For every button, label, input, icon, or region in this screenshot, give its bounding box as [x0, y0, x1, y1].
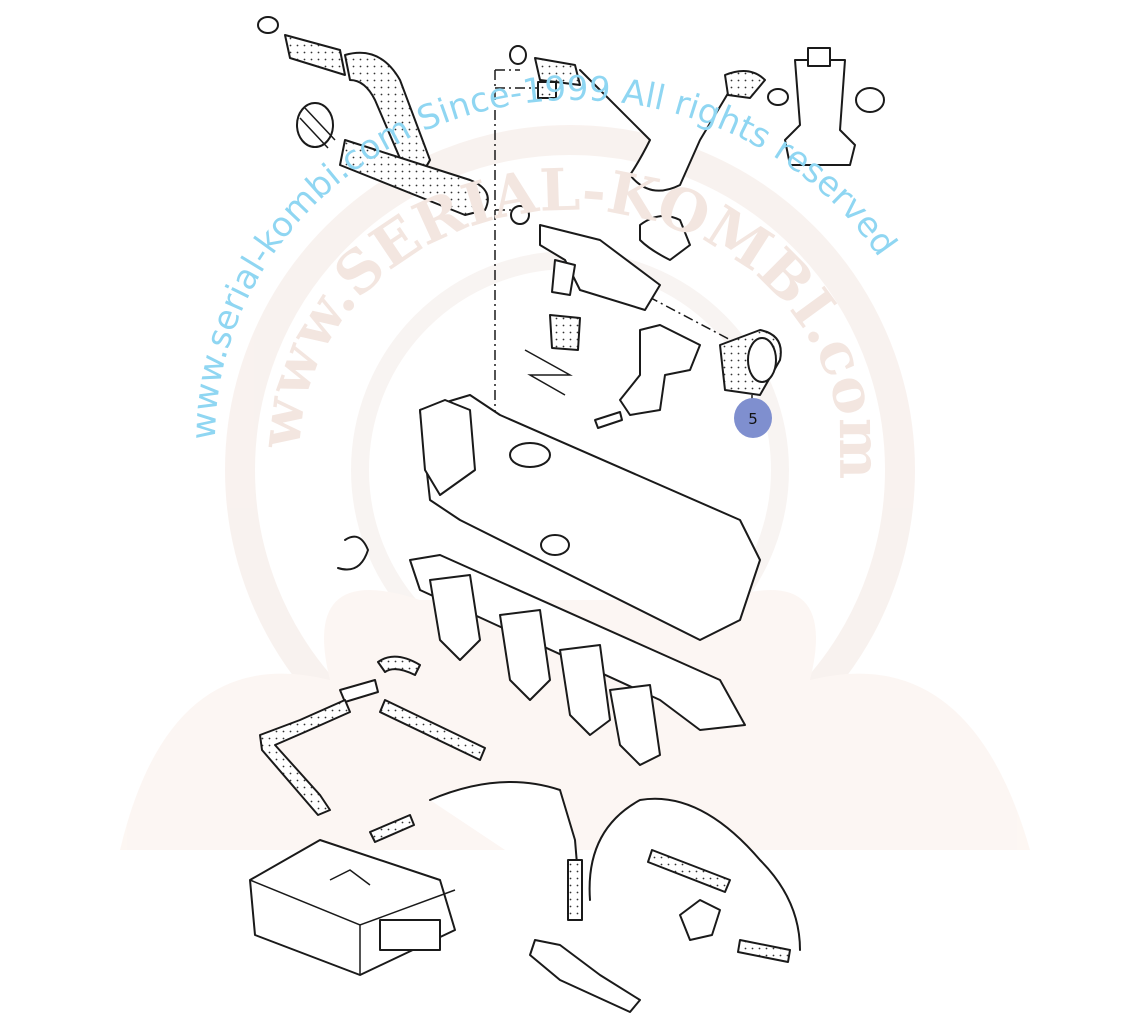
lower-vacuum-hoses [259, 655, 801, 1013]
callout-label[interactable]: 5 [748, 410, 758, 428]
vacuum-pipe-and-valve [509, 45, 885, 192]
control-unit-box [249, 839, 456, 976]
callout-badge-circle [734, 398, 772, 438]
part-5-insulating-flange [719, 329, 782, 396]
coolant-hoses-top-left [257, 16, 489, 216]
intake-manifold [409, 394, 761, 766]
hose-clip [337, 535, 369, 571]
throttle-bracket [594, 324, 701, 429]
idle-control-valve [510, 205, 691, 351]
callout-badge-5[interactable] [734, 398, 772, 438]
